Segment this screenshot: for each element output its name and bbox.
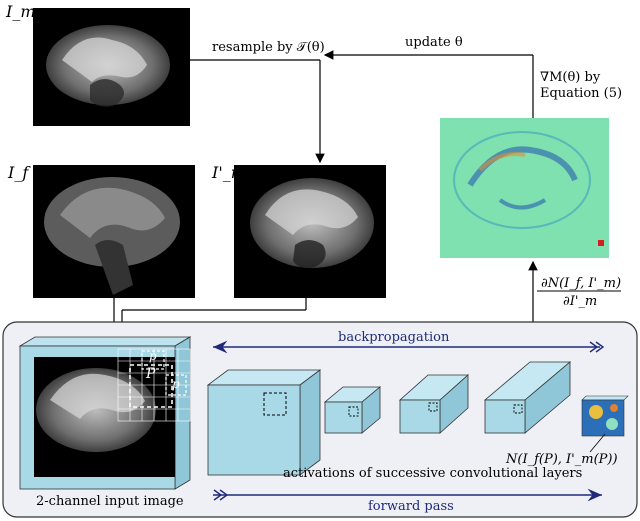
label-patch-small-right: p xyxy=(172,377,180,391)
fixed-image xyxy=(33,165,195,298)
conv-layer-4 xyxy=(483,361,572,434)
label-update: update θ xyxy=(405,35,463,50)
input-image-stack xyxy=(18,336,192,490)
patch-large xyxy=(129,364,173,408)
label-patch-large: P xyxy=(146,366,156,382)
label-resample: resample by 𝒯(θ) xyxy=(212,40,325,55)
gradient-map xyxy=(440,118,609,258)
label-forward-pass: forward pass xyxy=(368,499,454,514)
backprop-tail xyxy=(589,341,605,353)
label-grad-line1: ∇M(θ) by xyxy=(540,70,601,85)
conv-layer-3 xyxy=(398,374,470,434)
output-map xyxy=(581,395,629,437)
moving-image xyxy=(33,8,190,126)
conv-layer-1 xyxy=(206,369,322,476)
forward-tail xyxy=(213,489,229,501)
label-resampled-image: I'_m xyxy=(212,163,246,182)
conv-layer-2 xyxy=(323,386,382,434)
label-grad-line2: Equation (5) xyxy=(540,86,623,101)
patch-small-right xyxy=(165,374,187,396)
label-partial-denominator: ∂I'_m xyxy=(563,294,598,309)
resampled-image xyxy=(234,165,386,298)
label-backpropagation: backpropagation xyxy=(338,330,450,345)
label-patch-small-top: p xyxy=(149,349,157,363)
label-activations: activations of successive convolutional … xyxy=(283,466,583,481)
label-partial-numerator: ∂N(I_f, I'_m) xyxy=(541,276,622,291)
label-input-image: 2-channel input image xyxy=(36,494,184,509)
label-moving-image: I_m xyxy=(6,2,36,21)
output-callout-line xyxy=(589,433,606,453)
patch-small-top xyxy=(141,350,165,370)
label-network-output: N(I_f(P), I'_m(P)) xyxy=(506,452,618,467)
label-fixed-image: I_f xyxy=(8,163,29,182)
